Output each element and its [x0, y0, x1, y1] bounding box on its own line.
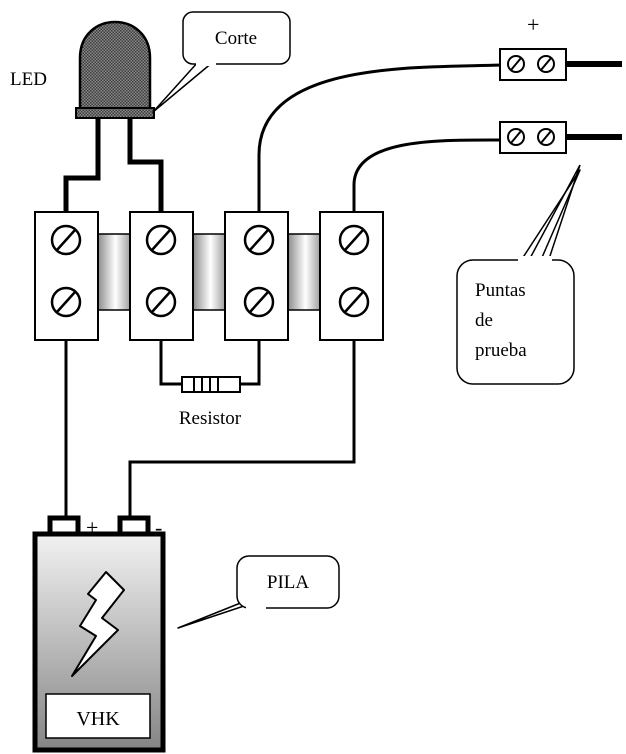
- led-lead-right: [127, 118, 164, 222]
- screw-icon: [50, 286, 82, 318]
- connector: [287, 233, 324, 311]
- connector: [192, 233, 229, 311]
- resistor: [159, 340, 261, 393]
- battery-callout-label: PILA: [267, 572, 310, 593]
- screw-icon: [338, 224, 370, 256]
- cut-callout-label: Corte: [215, 28, 257, 49]
- probes-callout: Puntas de prueba: [456, 164, 581, 385]
- wire-battery-minus: [128, 340, 356, 520]
- led-body: [78, 20, 152, 114]
- battery-brand: VHK: [76, 708, 120, 730]
- lightning-bolt-icon: [71, 571, 125, 677]
- screw-icon: [243, 224, 275, 256]
- led: [63, 20, 164, 222]
- screw-icon: [243, 286, 275, 318]
- probes-label-line1: Puntas: [475, 280, 526, 301]
- wire-probe-minus: [352, 138, 501, 222]
- battery-minus-label: -: [155, 515, 162, 540]
- probe-terminal-minus: [499, 121, 622, 154]
- probes-label-line3: prueba: [475, 340, 527, 361]
- cut-callout: Corte: [152, 11, 291, 113]
- probe-terminal-plus: [499, 48, 622, 81]
- battery: VHK: [32, 515, 166, 753]
- terminal-cell: [319, 211, 384, 341]
- led-base: [75, 107, 155, 119]
- battery-brand-box: [45, 693, 151, 739]
- plus-top-label: +: [527, 12, 539, 37]
- terminal-block: [34, 211, 384, 341]
- screw-icon: [338, 286, 370, 318]
- wire-probe-plus: [257, 63, 501, 222]
- probes-label-line2: de: [475, 310, 493, 331]
- led-label: LED: [10, 69, 47, 90]
- resistor-label: Resistor: [179, 408, 242, 429]
- screw-icon: [50, 224, 82, 256]
- connector: [97, 233, 134, 311]
- screw-icon: [145, 224, 177, 256]
- battery-callout: PILA: [177, 555, 340, 629]
- screw-icon: [145, 286, 177, 318]
- led-lead-left: [63, 118, 101, 222]
- battery-plus-label: +: [86, 515, 98, 540]
